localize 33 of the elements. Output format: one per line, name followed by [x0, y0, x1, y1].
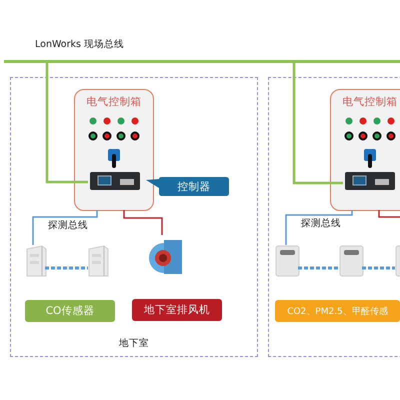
- zone-dashed-box: [10, 77, 258, 357]
- bus-wire: [285, 210, 353, 245]
- dashed-connector: [362, 266, 395, 270]
- zone-dashed-box: [268, 77, 400, 357]
- cabinet-title: 电气控制箱: [342, 95, 398, 109]
- label-tag: [275, 300, 400, 322]
- tag-label: CO传感器: [46, 304, 94, 318]
- label-tag: [132, 299, 222, 321]
- dashed-connector: [45, 266, 88, 270]
- wall-sensor-picture: [340, 246, 363, 276]
- controller-device-picture: [90, 172, 140, 190]
- bus-wire: [292, 62, 343, 184]
- callout-tag: [146, 177, 229, 196]
- bus-wire: [46, 62, 88, 184]
- zone-label: 地下室: [119, 337, 149, 350]
- control-cabinet-box: [74, 89, 154, 211]
- dashed-connector: [298, 266, 339, 270]
- tag-label: CO2、PM2.5、甲醛传感: [287, 306, 388, 318]
- bus-label: LonWorks 现场总线: [35, 38, 124, 51]
- bus-wire: [378, 210, 400, 218]
- bus-wire: [123, 210, 163, 235]
- control-cabinet-box: [330, 89, 400, 211]
- controller-device-picture: [345, 172, 395, 190]
- callout-label: 控制器: [178, 180, 210, 194]
- edge-label: 探测总线: [48, 219, 88, 232]
- wall-sensor-picture: [89, 246, 108, 276]
- tag-label: 地下室排风机: [144, 303, 210, 317]
- wall-sensor-picture: [276, 246, 299, 276]
- wall-sensor-picture: [27, 246, 46, 276]
- edge-label: 探测总线: [301, 217, 341, 230]
- cabinet-title: 电气控制箱: [86, 95, 142, 109]
- label-tag: [25, 300, 115, 322]
- bus-wire: [32, 210, 98, 245]
